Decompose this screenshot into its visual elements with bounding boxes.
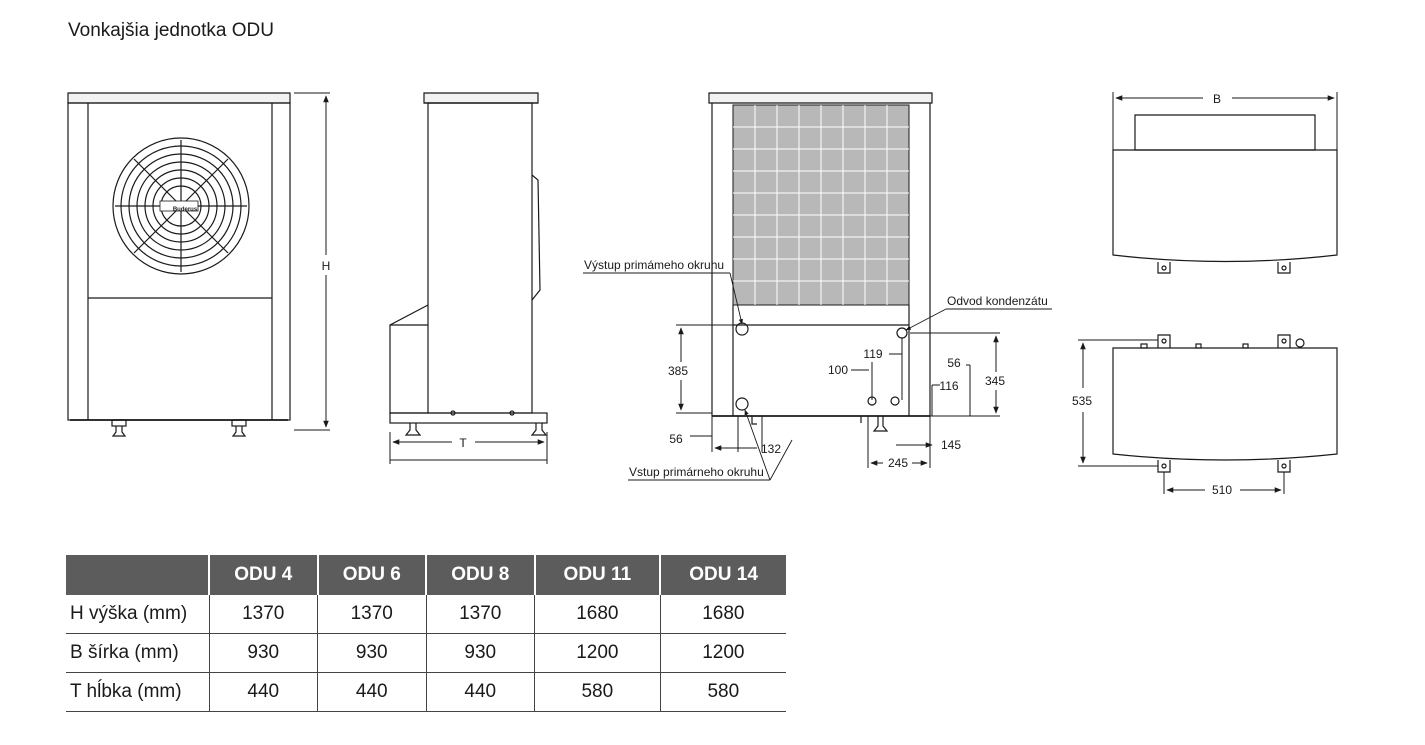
table-cell: 1200 [659,633,786,673]
dim-132: 132 [761,442,781,456]
dim-510: 510 [1212,483,1232,497]
dim-100: 100 [828,363,848,377]
height-label: H [322,259,331,273]
dim-56-right: 56 [947,356,961,370]
table-row: B šírka (mm) 930 930 930 1200 1200 [66,633,786,673]
brand-logo: Buderus [173,207,198,213]
table-cell: 580 [534,672,661,712]
table-header-cell [66,555,209,595]
table-cell: 930 [208,633,318,673]
front-feet [111,419,247,437]
row-label: T hĺbka (mm) [66,672,209,712]
table-cell: 1370 [317,595,426,634]
dim-116: 116 [939,379,958,393]
table-cell: 1370 [208,595,318,634]
dim-245: 245 [888,456,908,470]
table-cell: 1680 [659,595,786,634]
front-view [67,92,291,437]
table-cell: 930 [425,633,535,673]
dim-145: 145 [941,438,961,452]
table-cell: 1200 [534,633,661,673]
table-cell: 930 [317,633,426,673]
dim-535: 535 [1072,394,1092,408]
table-cell: 580 [659,672,786,712]
top-view [1112,114,1338,274]
table-header-cell: ODU 4 [208,555,318,595]
table-header-cell: ODU 6 [316,555,426,595]
callout-condensate-drain: Odvod kondenzátu [947,294,1048,308]
table-row: H výška (mm) 1370 1370 1370 1680 1680 [66,595,786,634]
table-cell: 1680 [534,595,661,634]
table-row: T hĺbka (mm) 440 440 440 580 580 [66,672,786,712]
page-title: Vonkajšia jednotka ODU [68,20,274,41]
table-cell: 440 [317,672,426,712]
dim-56-left: 56 [669,432,683,446]
dim-385: 385 [668,364,688,378]
rear-view-dimensions [676,324,1000,468]
callout-primary-outlet: Výstup primámeho okruhu [584,258,724,272]
coil-grid [733,105,909,305]
row-label: B šírka (mm) [66,633,209,673]
row-label: H výška (mm) [66,595,209,634]
rear-view [708,92,933,432]
height-dimension-line [294,92,330,431]
callout-leaders [583,272,1052,481]
dimensions-table: ODU 4 ODU 6 ODU 8 ODU 11 ODU 14 H výška … [66,555,786,712]
dim-119: 119 [863,347,882,361]
bottom-view [1112,334,1338,473]
width-dimension-line [1112,92,1338,160]
bottom-view-dimensions [1078,339,1285,494]
depth-dimension-line [389,432,548,464]
table-cell: 440 [425,672,535,712]
table-header-cell: ODU 14 [659,555,786,595]
table-header-row: ODU 4 ODU 6 ODU 8 ODU 11 ODU 14 [66,555,786,595]
dim-345: 345 [985,374,1005,388]
depth-label: T [459,436,467,450]
table-header-cell: ODU 8 [425,555,535,595]
table-cell: 1370 [425,595,535,634]
table-header-cell: ODU 11 [533,555,661,595]
side-view [389,92,548,436]
width-label: B [1213,92,1221,106]
fan-grille [112,137,250,275]
callout-primary-inlet: Vstup primárneho okruhu [629,465,764,479]
table-cell: 440 [208,672,318,712]
